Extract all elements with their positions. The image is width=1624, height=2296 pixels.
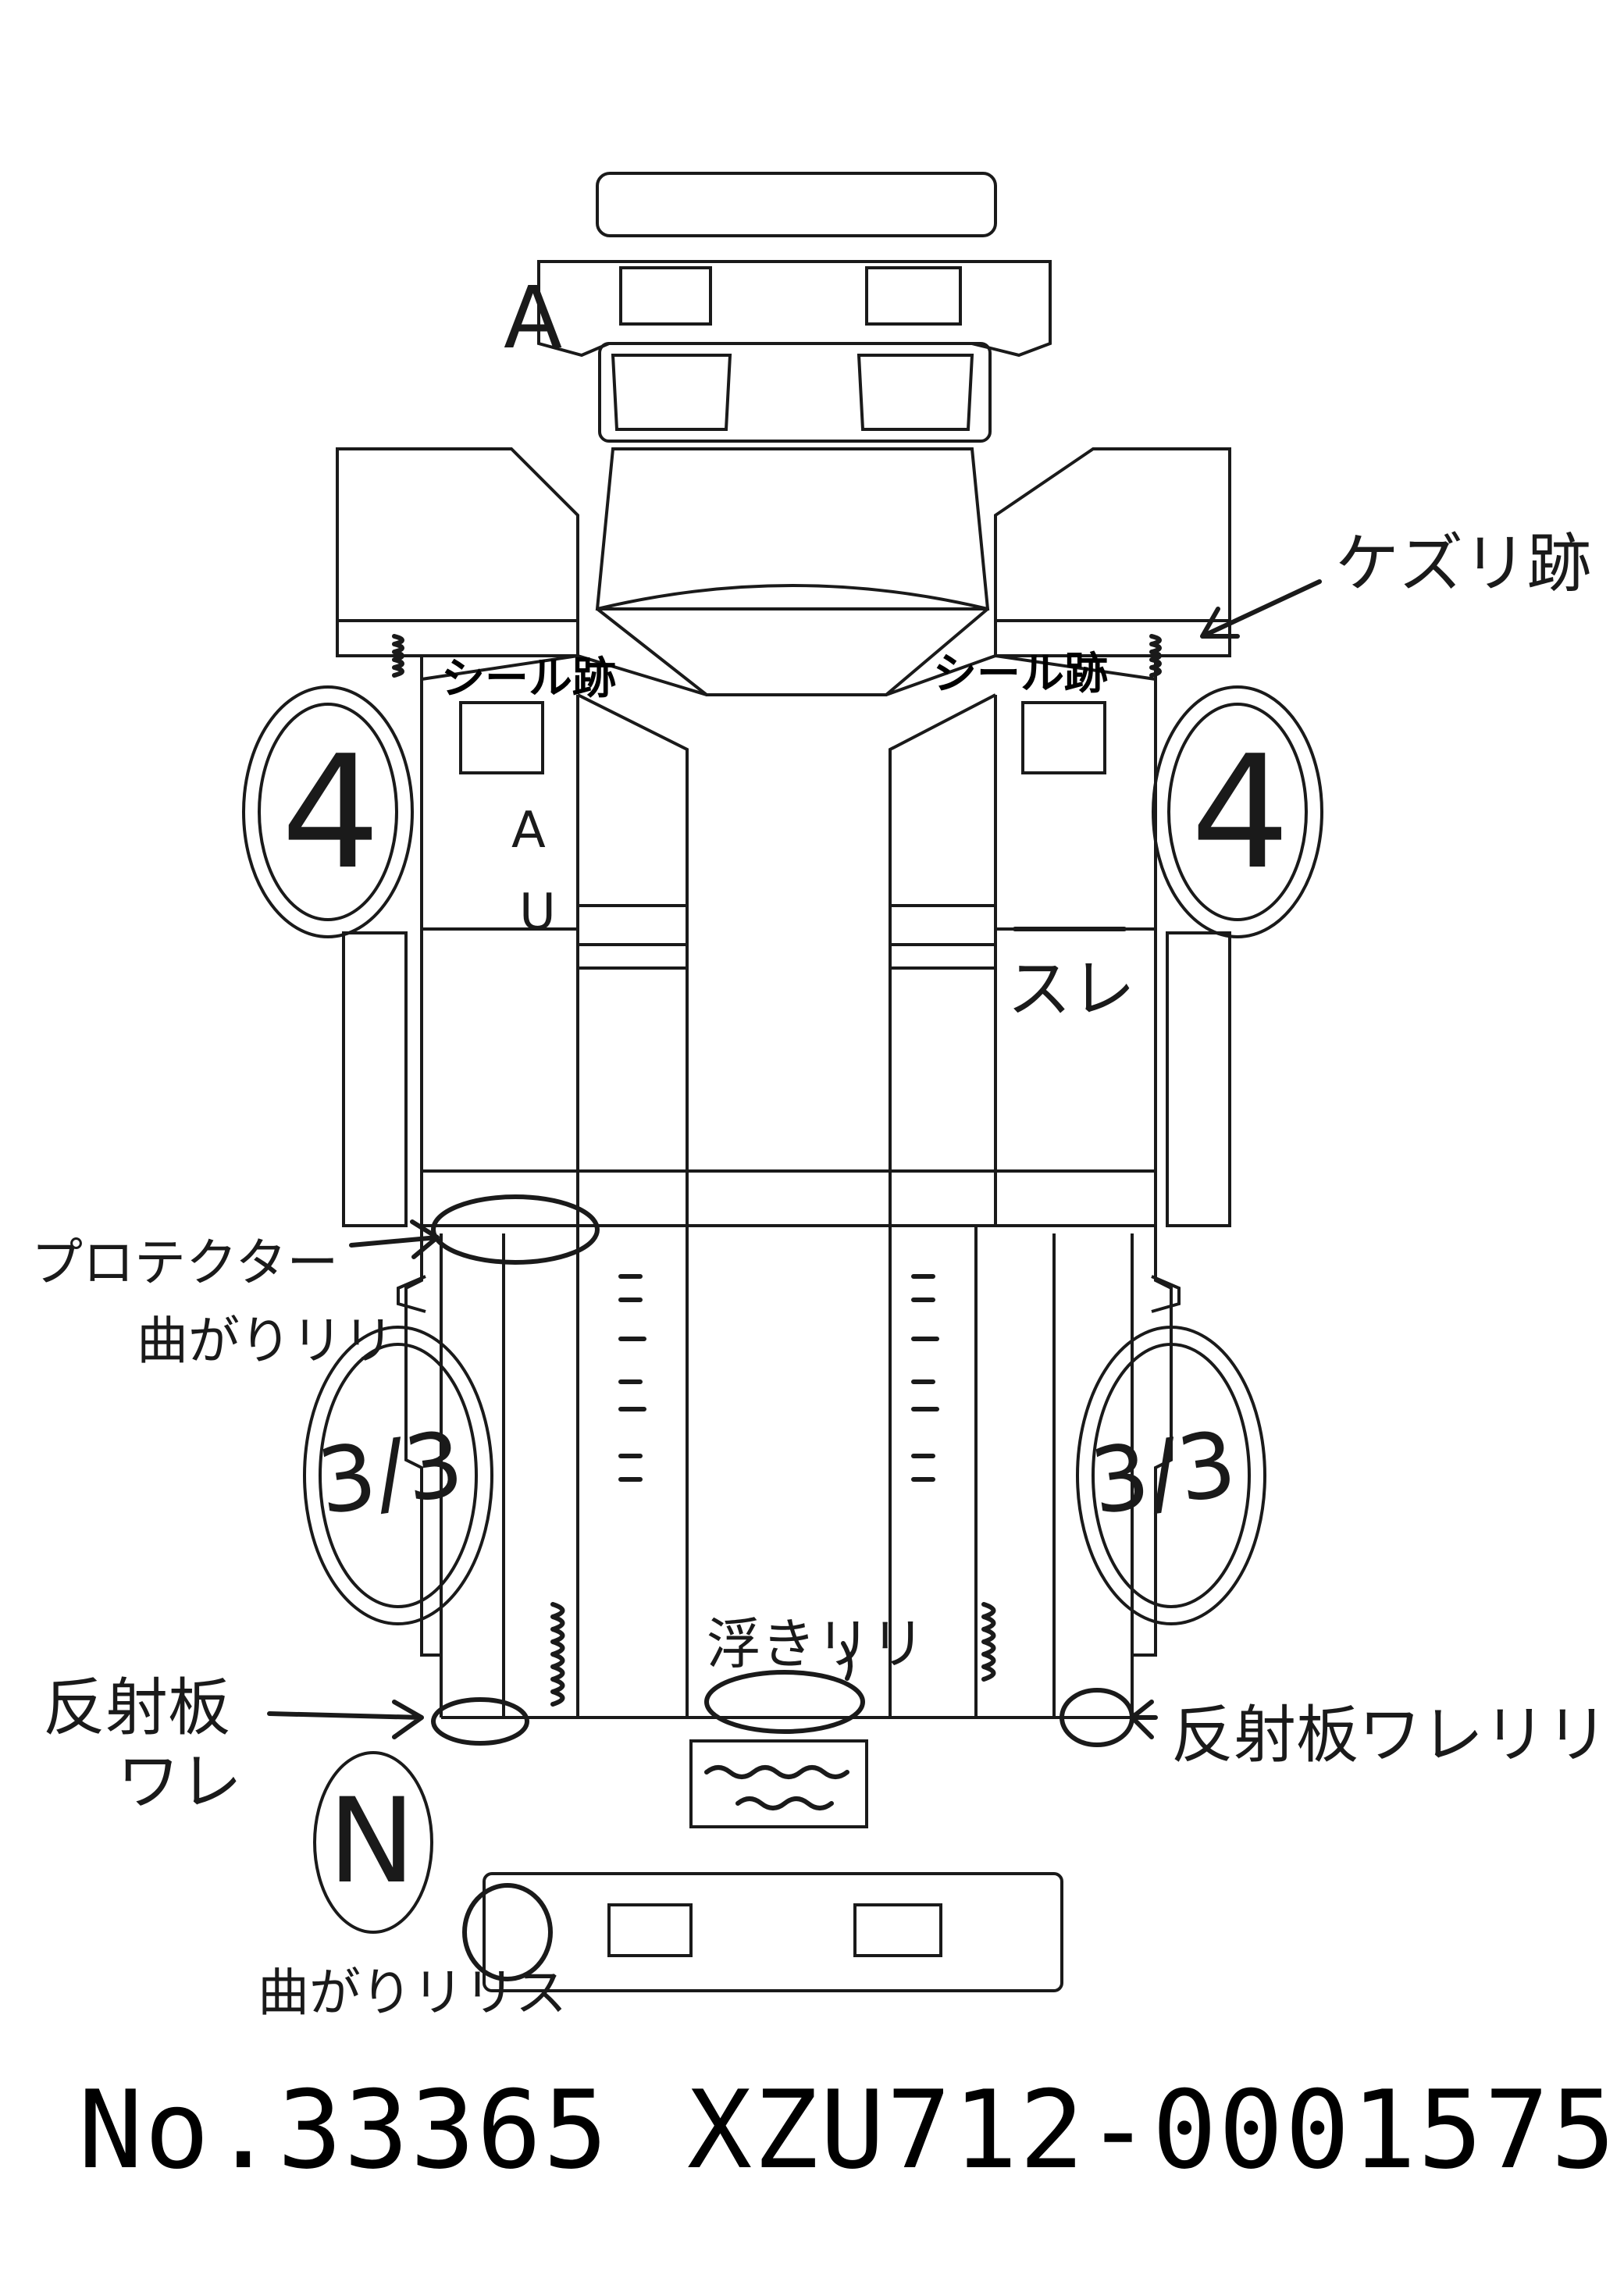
tire-rear-right-grade: 3/3 [1084,1411,1242,1535]
protector-label: プロテクター [31,1233,338,1293]
protector-bend-label: 曲がりリリ [137,1311,394,1371]
rear-bumper [483,1872,1063,1992]
reflector-right-label: 反射板ワレリリ [1171,1699,1608,1771]
bumper-bend-circle [462,1883,553,1981]
chassis-number: XZU712-0001575 [687,2067,1618,2193]
tire-front-right: 4 [1152,685,1323,938]
leader-arrows [267,579,1322,1739]
tire-front-left-grade: 4 [281,722,380,904]
inspection-number: No.33365 [78,2067,610,2193]
cab-roof [595,447,990,610]
seal-square-right [1021,701,1106,774]
au-label-u: U [519,884,556,942]
seal-square-left [459,701,544,774]
windshield [598,342,992,443]
seal-label-left: シール跡 [441,653,616,704]
au-label-a: A [511,802,546,860]
rear-chassis [397,1226,1181,1719]
tire-spare-grade: N [328,1774,415,1910]
reflector-left-label-1: 反射板 [43,1671,230,1744]
protector-circle [431,1194,600,1265]
cross-member [420,1169,1157,1227]
ukiri-circle [704,1670,865,1734]
tire-rear-left-grade: 3/3 [312,1411,469,1535]
tire-rear-left: 3/3 [303,1326,493,1625]
rear-hitch [689,1739,868,1828]
tire-spare: N [313,1751,433,1934]
reflector-left-label-2: ワレ [117,1746,242,1818]
front-mark: A [504,268,562,368]
front-grille [537,260,1052,358]
left-door [336,447,579,657]
sure-label: スレ [1007,952,1135,1027]
seal-label-right: シール跡 [933,649,1108,699]
ukiri-label: 浮きリリ [707,1612,925,1676]
cab-sidewalls [342,679,1231,1227]
front-bumper [596,172,997,237]
reflector-left-circle [431,1697,529,1746]
right-door [994,447,1231,657]
tire-rear-right: 3/3 [1076,1326,1266,1625]
kezuri-ato-label: ケズリ跡 [1335,527,1591,601]
bumper-bend-label: 曲がりリリス [258,1963,567,2023]
tire-front-left: 4 [242,685,414,938]
tire-front-right-grade: 4 [1191,722,1290,904]
scratch-marks [392,634,1162,1707]
